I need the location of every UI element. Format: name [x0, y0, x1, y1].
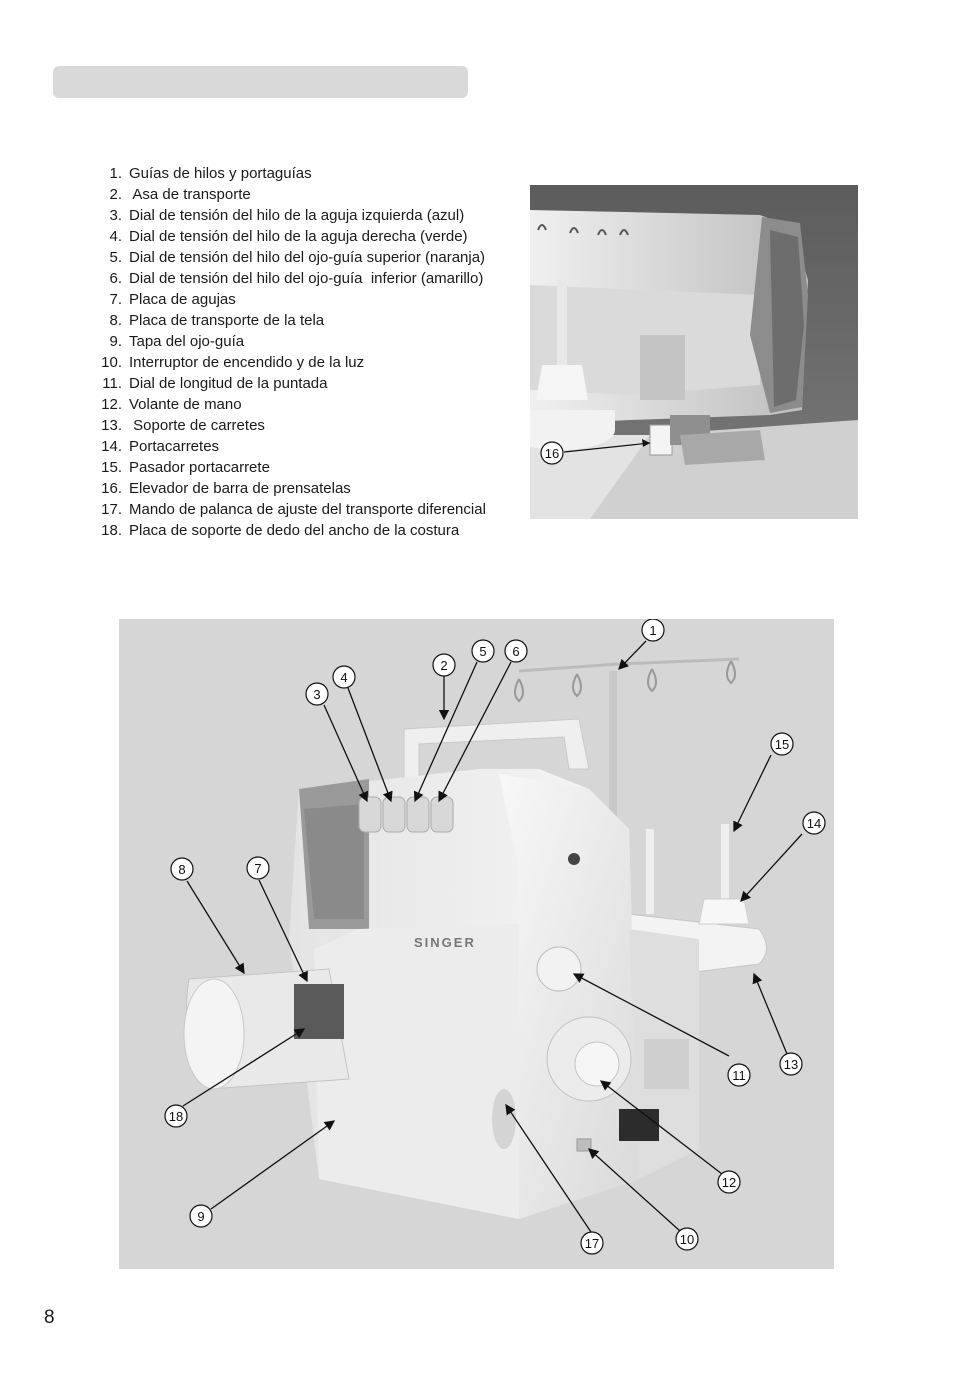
detail-photo-illustration: 16: [530, 185, 858, 519]
svg-text:2: 2: [440, 658, 447, 673]
section-title-bar: [53, 66, 468, 98]
page-number: 8: [44, 1307, 55, 1328]
callout-12: 12: [717, 1170, 741, 1194]
svg-text:6: 6: [512, 644, 519, 659]
list-item: 15.Pasador portacarrete: [101, 459, 270, 476]
callout-7: 7: [246, 856, 270, 880]
svg-text:11: 11: [732, 1068, 746, 1083]
callout-13: 13: [779, 1052, 803, 1076]
list-item: 11.Dial de longitud de la puntada: [102, 375, 328, 392]
main-photo-illustration: SINGER: [119, 619, 834, 1269]
callout-11: 11: [727, 1063, 751, 1087]
callout-1: 1: [641, 619, 665, 642]
svg-text:12: 12: [722, 1175, 736, 1190]
parts-list: 1.Guías de hilos y portaguías 2. Asa de …: [88, 163, 528, 541]
svg-text:17: 17: [585, 1236, 599, 1251]
list-item: 13. Soporte de carretes: [101, 417, 265, 434]
callout-6: 6: [504, 639, 528, 663]
list-item: 14.Portacarretes: [101, 438, 220, 455]
svg-text:15: 15: [775, 737, 789, 752]
list-item: 12.Volante de mano: [101, 396, 242, 413]
list-item: 2. Asa de transporte: [109, 186, 251, 203]
svg-text:10: 10: [680, 1232, 694, 1247]
list-item: 1.Guías de hilos y portaguías: [109, 165, 312, 182]
callout-3: 3: [305, 682, 329, 706]
svg-text:1: 1: [649, 623, 656, 638]
list-item: 5.Dial de tensión del hilo del ojo-guía …: [109, 249, 486, 266]
callout-18: 18: [164, 1104, 188, 1128]
detail-photo: 16: [530, 185, 858, 519]
svg-text:18: 18: [169, 1109, 183, 1124]
list-item: 7.Placa de agujas: [109, 291, 236, 308]
callout-8: 8: [170, 857, 194, 881]
callout-16: 16: [545, 446, 559, 461]
list-item: 9.Tapa del ojo-guía: [109, 333, 245, 350]
svg-text:14: 14: [807, 816, 821, 831]
callout-4: 4: [332, 665, 356, 689]
svg-text:13: 13: [784, 1057, 798, 1072]
list-item: 4.Dial de tensión del hilo de la aguja d…: [109, 228, 468, 245]
list-item: 18.Placa de soporte de dedo del ancho de…: [101, 522, 460, 539]
callout-2: 2: [432, 653, 456, 677]
callout-15: 15: [770, 732, 794, 756]
svg-text:7: 7: [254, 861, 261, 876]
list-item: 6.Dial de tensión del hilo del ojo-guía …: [109, 270, 484, 287]
main-photo: SINGER: [119, 619, 834, 1269]
svg-text:5: 5: [479, 644, 486, 659]
svg-text:9: 9: [197, 1209, 204, 1224]
svg-text:8: 8: [178, 862, 185, 877]
list-item: 8.Placa de transporte de la tela: [109, 312, 325, 329]
list-item: 10.Interruptor de encendido y de la luz: [101, 354, 365, 371]
callout-14: 14: [802, 811, 826, 835]
brand-label: SINGER: [414, 935, 476, 950]
callout-17: 17: [580, 1231, 604, 1255]
list-item: 17.Mando de palanca de ajuste del transp…: [101, 501, 486, 518]
svg-text:3: 3: [313, 687, 320, 702]
callout-10: 10: [675, 1227, 699, 1251]
list-item: 3.Dial de tensión del hilo de la aguja i…: [109, 207, 465, 224]
callout-5: 5: [471, 639, 495, 663]
callout-9: 9: [189, 1204, 213, 1228]
svg-text:4: 4: [340, 670, 347, 685]
list-item: 16.Elevador de barra de prensatelas: [101, 480, 351, 497]
